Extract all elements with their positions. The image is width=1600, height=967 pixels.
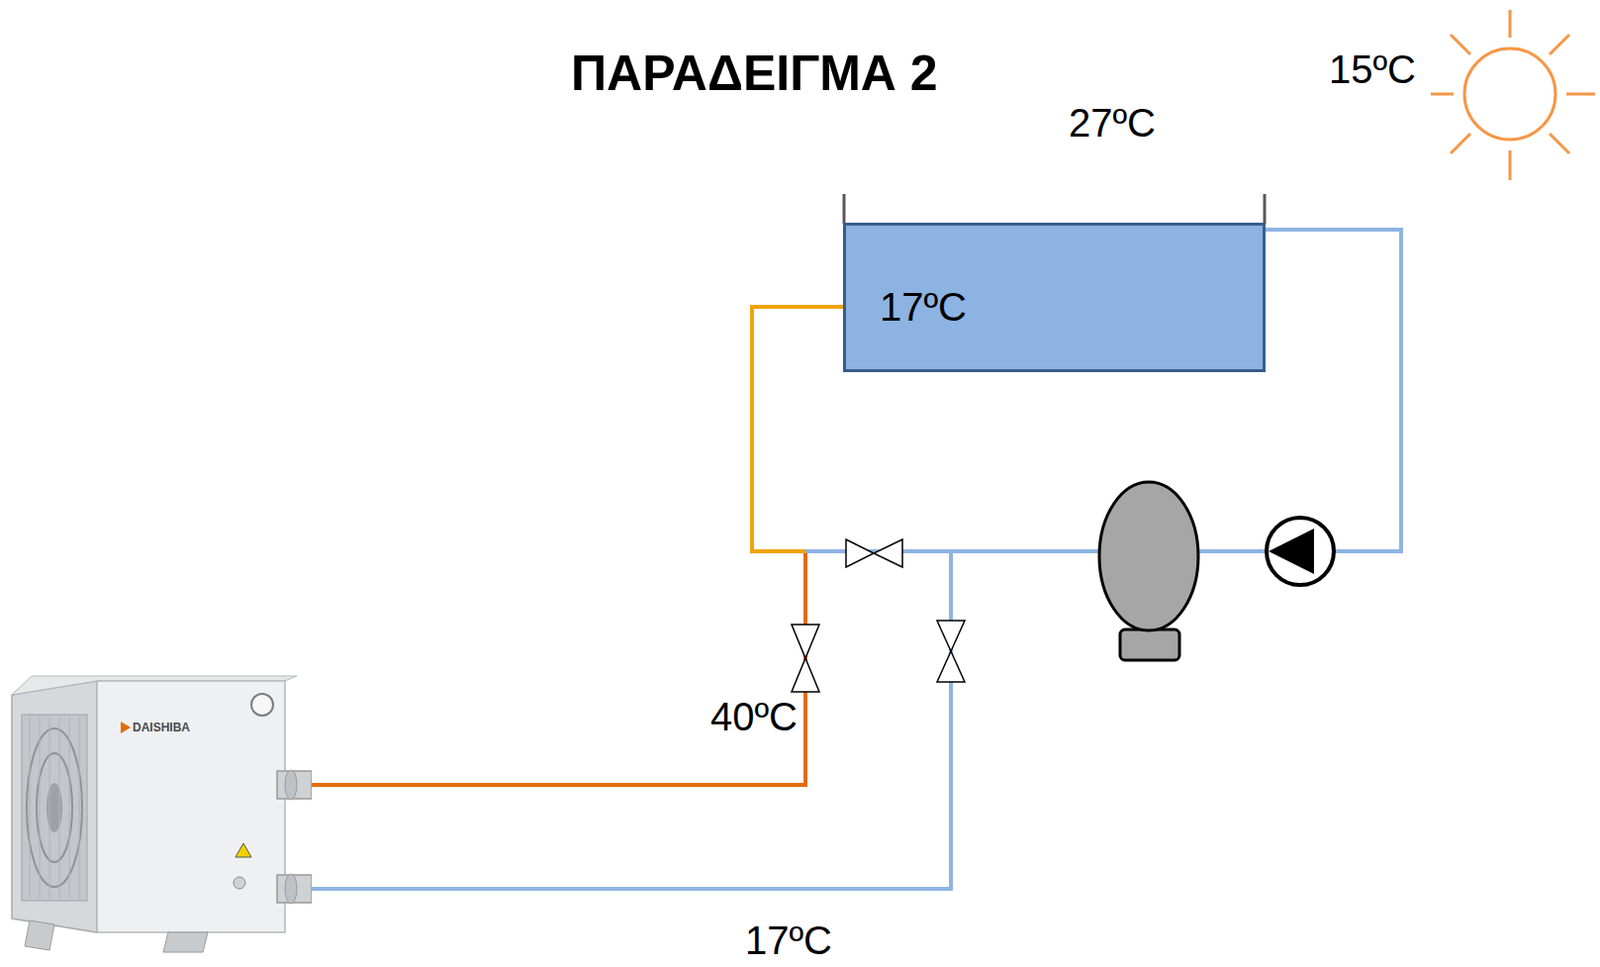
- air-temperature: 27ºC: [1068, 102, 1156, 143]
- pipe-segment: [311, 551, 806, 785]
- heat-pump-unit: DAISHIBA: [9, 672, 312, 954]
- filter-symbol: [1099, 481, 1199, 660]
- valve-symbol: [791, 624, 820, 692]
- hot-water-pipe: [311, 306, 844, 785]
- valve-symbol: [937, 620, 965, 682]
- pipe-segment: [752, 306, 844, 552]
- heat-pump-illustration: [9, 672, 312, 954]
- brand-name: DAISHIBA: [132, 721, 190, 734]
- valve-symbol: [846, 539, 903, 567]
- pool-walls: [844, 193, 1265, 224]
- sun-icon: [1430, 9, 1596, 181]
- ambient-temperature: 15ºC: [1328, 49, 1416, 90]
- pool-tank: 17ºC: [843, 222, 1266, 373]
- diagram-title: ΠΑΡΑΔΕΙΓΜΑ 2: [570, 48, 939, 98]
- supply-temperature: 40ºC: [710, 696, 798, 737]
- return-temperature: 17ºC: [745, 920, 833, 960]
- water-temperature: 17ºC: [879, 286, 967, 327]
- pump-symbol: [1266, 517, 1334, 585]
